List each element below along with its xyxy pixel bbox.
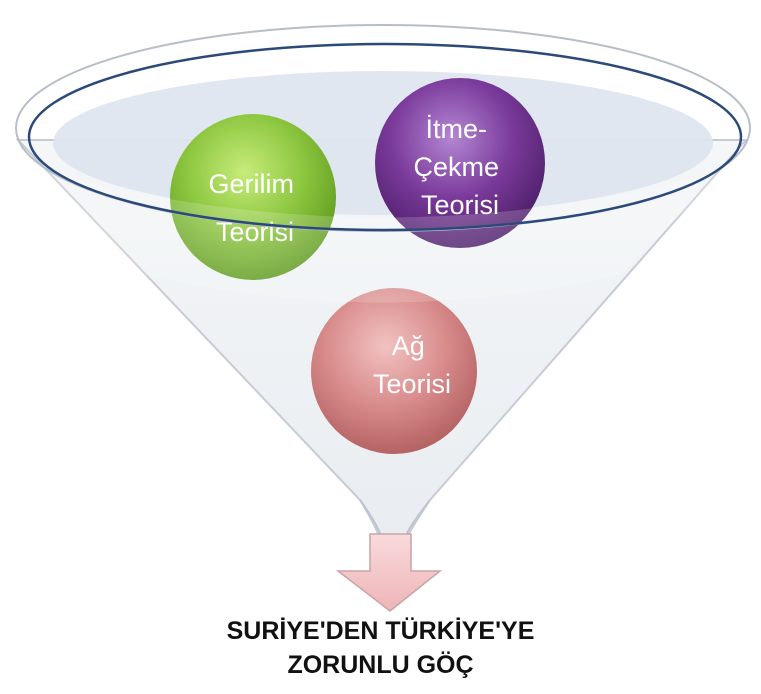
itme-cekme-label: İtme- Çekme Teorisi xyxy=(413,113,506,220)
result-line-1: SURİYE'DEN TÜRKİYE'YE xyxy=(226,617,535,645)
ag-label: Ağ Teorisi xyxy=(373,331,451,399)
result-line-2: ZORUNLU GÖÇ xyxy=(287,651,474,679)
itme-cekme-circle xyxy=(375,78,545,248)
gerilim-circle xyxy=(170,114,336,280)
funnel-rim-inner xyxy=(27,42,743,232)
funnel-front-glass xyxy=(40,170,726,303)
ag-circle xyxy=(311,288,477,454)
result-text: SURİYE'DEN TÜRKİYE'YE ZORUNLU GÖÇ xyxy=(0,614,761,682)
down-arrow-icon xyxy=(335,533,443,612)
